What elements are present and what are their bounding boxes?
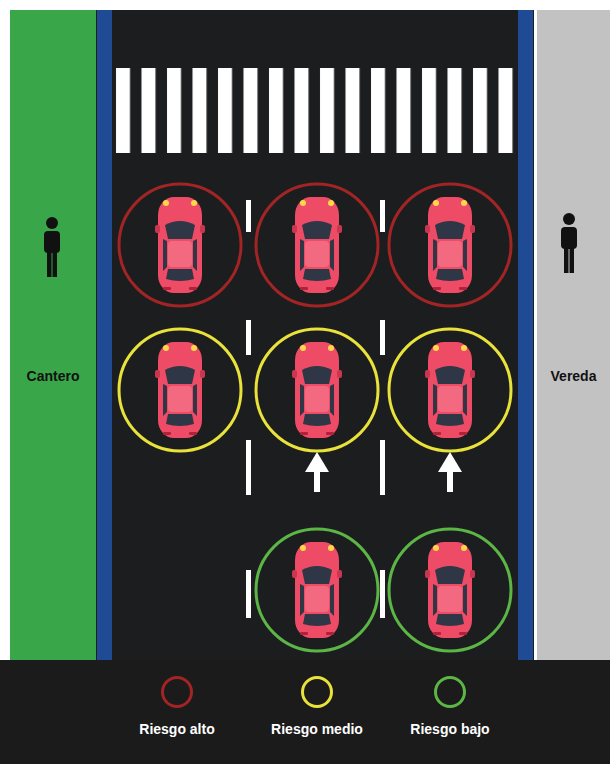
area-label: Vereda: [537, 368, 610, 384]
legend-swatch: [301, 676, 333, 708]
legend-swatch: [161, 676, 193, 708]
legend-item: Riesgo medio: [247, 676, 387, 737]
legend-swatch: [434, 676, 466, 708]
legend-label: Riesgo alto: [107, 721, 247, 737]
sidewalk-strip: Vereda: [537, 10, 610, 660]
legend-label: Riesgo bajo: [380, 721, 520, 737]
pedestrian-icon: [559, 213, 579, 273]
legend-label: Riesgo medio: [247, 721, 387, 737]
area-label: Cantero: [10, 368, 96, 384]
legend-item: Riesgo bajo: [380, 676, 520, 737]
legend-item: Riesgo alto: [107, 676, 247, 737]
curb-strip: Cantero: [10, 10, 96, 660]
pedestrian-icon: [42, 217, 62, 277]
